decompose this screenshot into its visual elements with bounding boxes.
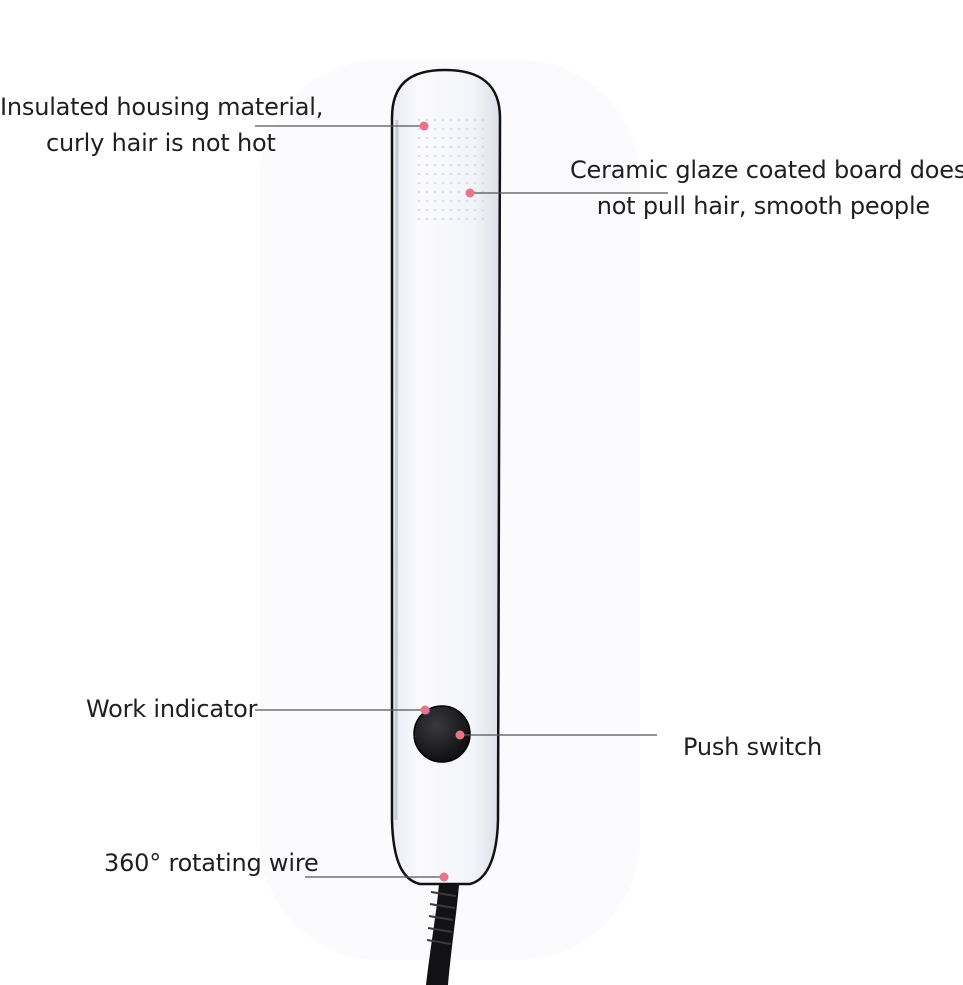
wire-callout: 360° rotating wire [104,849,319,877]
push-switch-button[interactable] [413,705,471,763]
ceramic-callout-line1: Ceramic glaze coated board does [570,156,963,184]
indicator-callout: Work indicator [86,695,258,723]
housing-marker-dot [419,121,429,131]
switch-marker-dot [455,730,465,740]
power-cable-icon [426,870,460,985]
housing-callout: Insulated housing material, curly hair i… [0,89,324,161]
ceramic-callout-line2: not pull hair, smooth people [596,192,931,220]
leader-lines [255,125,668,878]
body-edge-shadow [394,119,399,821]
ceramic-callout: Ceramic glaze coated board does not pull… [570,152,963,224]
indicator-marker-dot [420,705,430,715]
marker-dots [419,121,475,882]
ceramic-marker-dot [465,188,475,198]
housing-callout-line1: Insulated housing material, [0,93,324,121]
wire-marker-dot [439,872,449,882]
straightener-body [390,68,502,886]
switch-callout: Push switch [683,733,823,761]
housing-callout-line2: curly hair is not hot [46,129,276,157]
